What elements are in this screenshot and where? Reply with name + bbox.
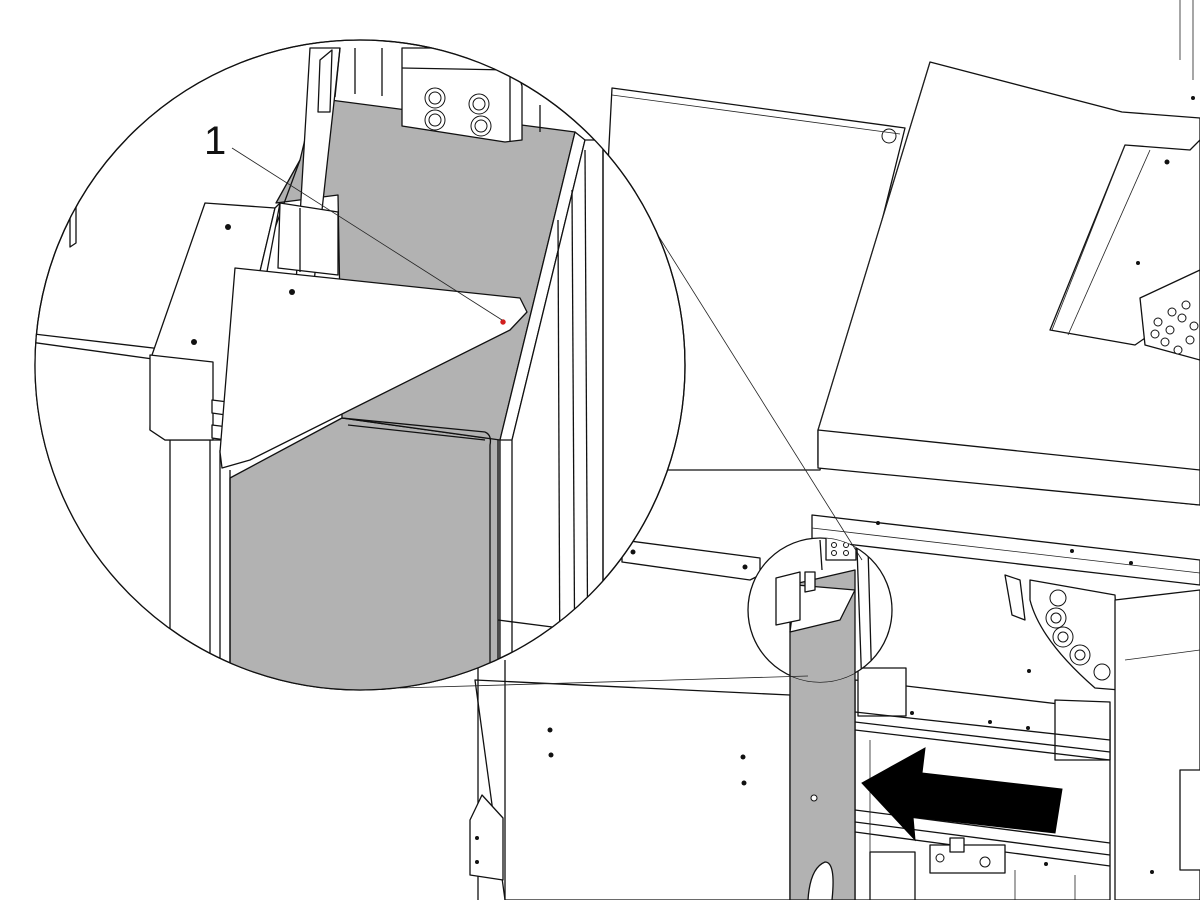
deflector-shelf (219, 267, 528, 469)
callout-leader-line (231, 147, 503, 321)
small-detail-circle (747, 537, 893, 683)
perforated-grid (1150, 300, 1199, 355)
marker-point (500, 319, 506, 325)
machine-main-view (469, 0, 1200, 900)
callout-number: 1 (204, 119, 226, 163)
callout-1: 1 (204, 119, 503, 321)
fitting-group (424, 87, 492, 137)
detail-magnifier-circle (34, 39, 686, 691)
tool-carousel (1004, 574, 1121, 691)
direction-arrow-icon (861, 747, 1063, 842)
